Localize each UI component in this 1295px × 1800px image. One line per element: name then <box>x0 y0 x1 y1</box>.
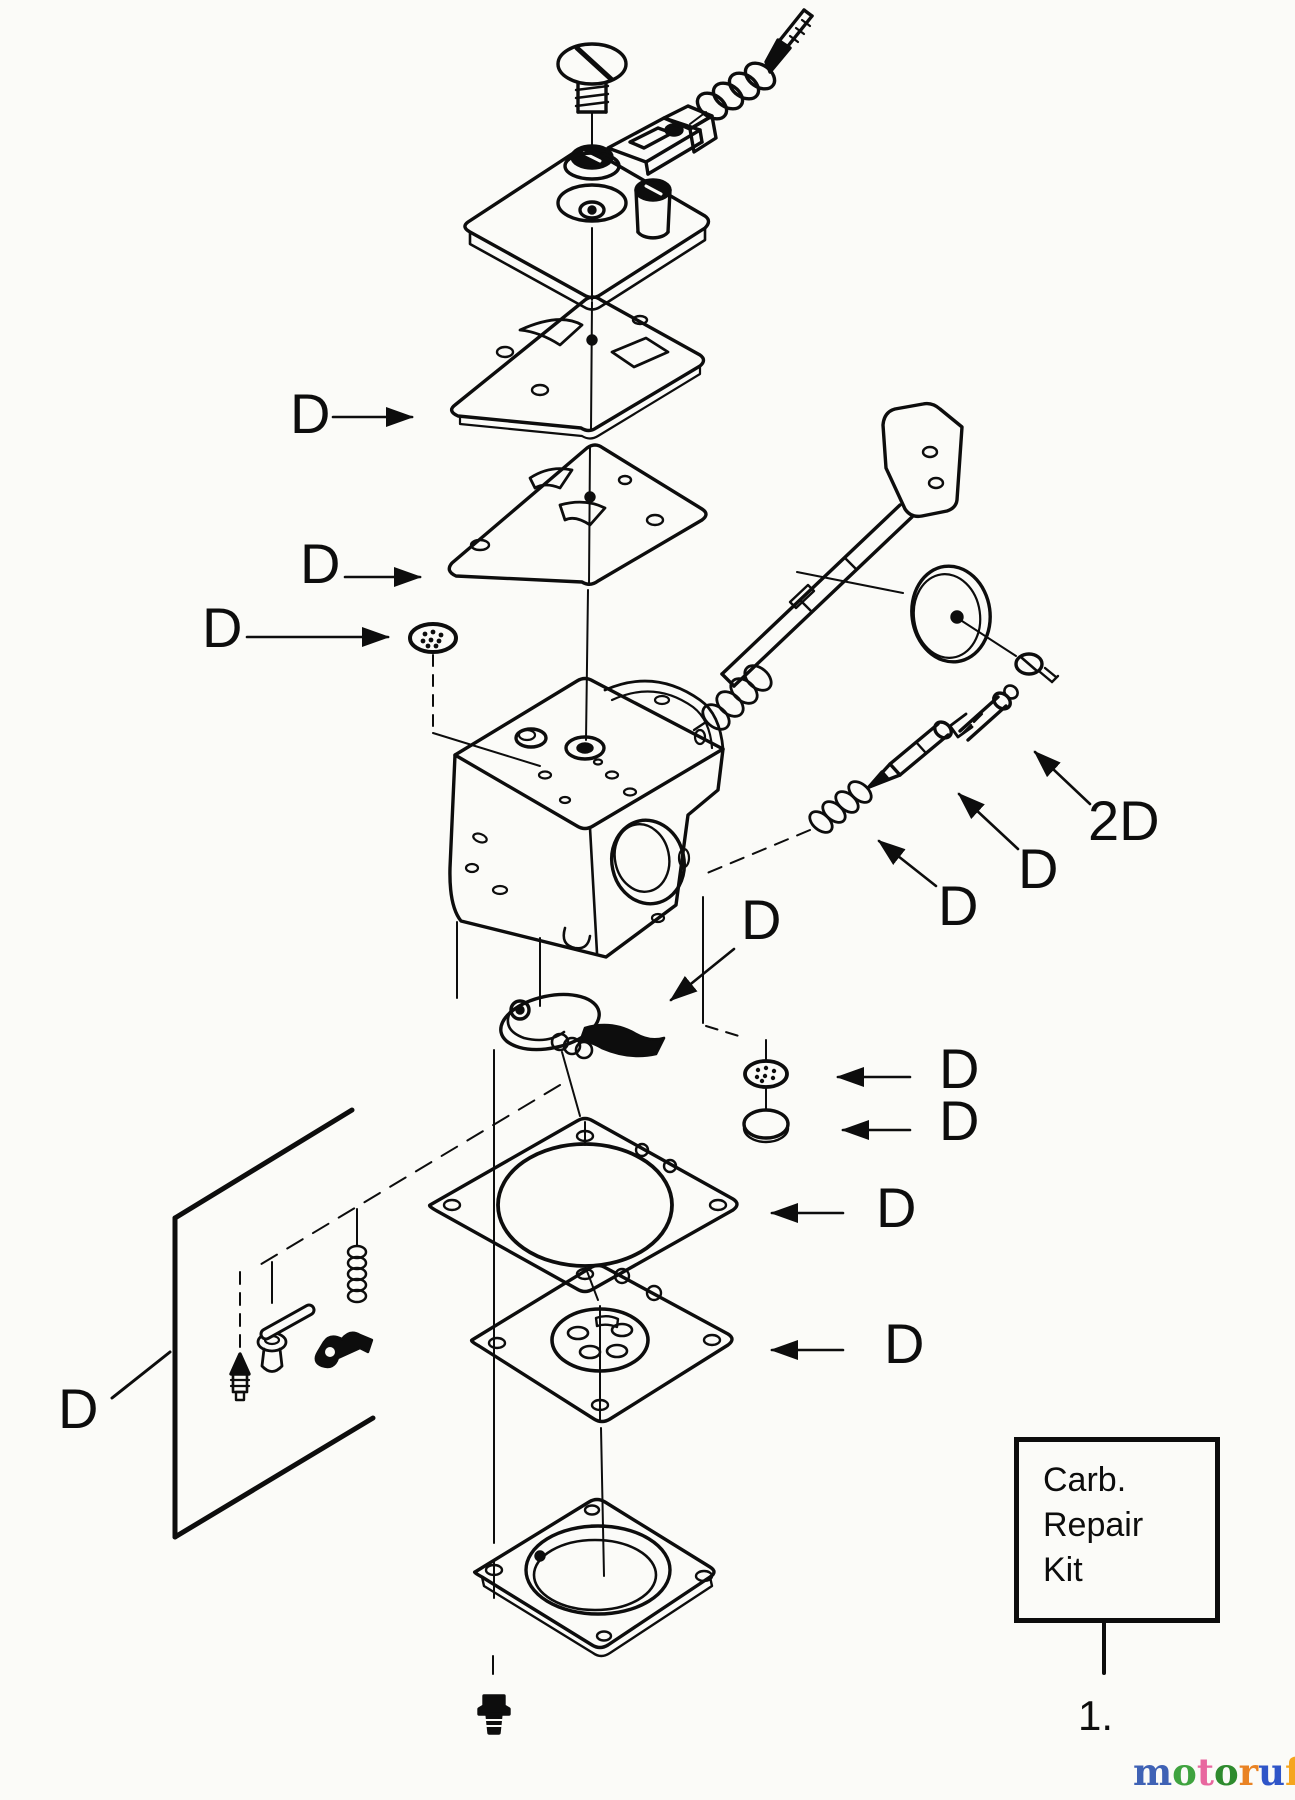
metering-diaphragm <box>469 1263 734 1424</box>
logo-letter: t <box>1196 1750 1214 1794</box>
axis-lines <box>456 111 605 1675</box>
callout-pump-diaphragm-plate: D <box>300 532 341 595</box>
logo-letter: f <box>1285 1750 1295 1794</box>
callout-high-speed-mixture-needle: D <box>938 874 979 937</box>
kit-box-line-1: Carb. <box>1043 1461 1127 1499</box>
inlet-screen <box>408 622 541 767</box>
pump-diaphragm-plate <box>447 443 708 586</box>
high-speed-needle-spring <box>699 720 953 877</box>
logo-letter: r <box>1238 1750 1259 1794</box>
throttle-shaft <box>692 401 964 732</box>
callout-repair-kit-group: D <box>58 1377 99 1440</box>
callout-check-valve-set: 2D <box>1088 789 1160 852</box>
callout-welch-plug: D <box>939 1089 980 1152</box>
item-number: 1. <box>1078 1692 1114 1739</box>
bottom-cover-screw <box>477 1694 511 1735</box>
kit-box-line-2: Repair <box>1043 1505 1144 1544</box>
pump-gasket <box>449 295 706 440</box>
callout-inlet-screen: D <box>202 596 243 659</box>
callout-metering-diaphragm-gasket: D <box>876 1176 917 1239</box>
cable-bracket <box>563 104 718 181</box>
callout-metering-lever-assembly: D <box>741 888 782 951</box>
top-cover-screw <box>556 42 628 114</box>
throttle-plate-screw <box>1014 652 1060 684</box>
callout-nozzle-screen: D <box>939 1037 980 1100</box>
metering-lever-assembly <box>499 992 666 1060</box>
idle-speed-needle-spring <box>689 8 814 125</box>
check-valve-fitting <box>948 684 1019 742</box>
motoruf-logo[interactable]: motoruf'.de <box>1133 1754 1295 1791</box>
callout-metering-diaphragm: D <box>884 1312 925 1375</box>
logo-letter: m <box>1133 1750 1173 1794</box>
metering-diaphragm-gasket <box>427 1116 739 1294</box>
logo-letter: u <box>1258 1750 1286 1794</box>
nozzle-screen <box>702 896 789 1111</box>
carburetor-body <box>448 676 725 959</box>
repair-kit-group <box>110 1084 561 1540</box>
kit-box-line-3: Kit <box>1043 1550 1083 1589</box>
carb-repair-kit-box: Carb. Repair Kit <box>1014 1437 1220 1623</box>
callout-pump-gasket: D <box>290 382 331 445</box>
carburetor-top-cover <box>463 147 711 311</box>
logo-letter: o <box>1172 1750 1197 1794</box>
welch-plug <box>742 1108 790 1144</box>
throttle-plate <box>910 564 1017 664</box>
logo-letter: o <box>1213 1750 1239 1794</box>
bottom-cover <box>472 1497 716 1658</box>
callout-arrows <box>245 407 1092 1360</box>
callout-idle-mixture-needle: D <box>1018 837 1059 900</box>
